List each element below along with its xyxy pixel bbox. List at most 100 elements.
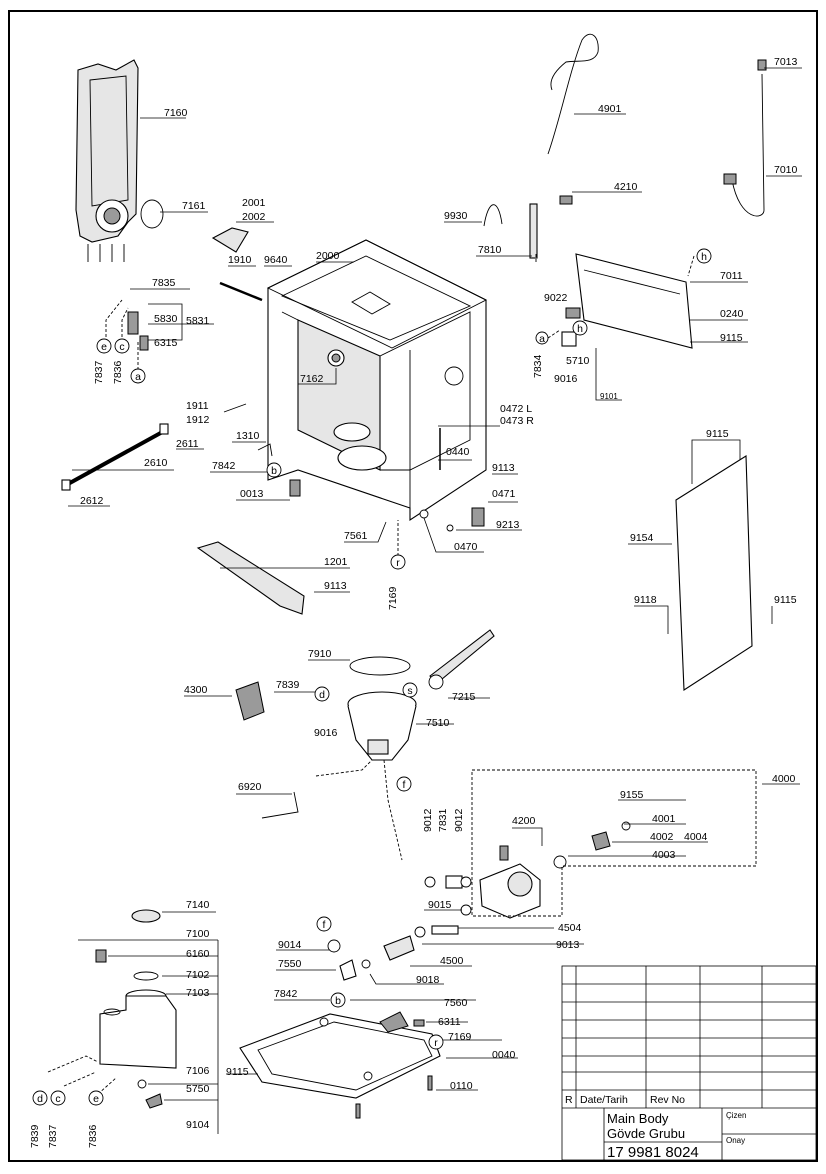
dash-7510-pump (383, 759, 403, 861)
part-7560-shape (379, 1011, 409, 1033)
label-9155: 9155 (620, 789, 644, 801)
label-0013: 0013 (240, 488, 264, 500)
part-0110-shape (427, 1075, 433, 1091)
part-7161-shape (140, 199, 164, 229)
label-4200: 4200 (512, 815, 536, 827)
part-1310-shape (223, 403, 247, 413)
label-2611: 2611 (176, 438, 199, 450)
part-4300-shape (235, 681, 265, 721)
label-9014: 9014 (278, 939, 302, 951)
label-9113-top: 9113 (492, 462, 515, 474)
label-7169-bottom: 7169 (448, 1031, 472, 1043)
title-block: R Date/Tarih Rev No Main Body Gövde Grub… (561, 965, 817, 1161)
part-0013-shape (289, 479, 301, 497)
part-7100-tank-shape (99, 989, 177, 1069)
svg-text:b: b (335, 995, 341, 1007)
label-7837-bottom: 7837 (47, 1124, 59, 1148)
part-9013-shape (414, 926, 426, 938)
label-7140: 7140 (186, 899, 210, 911)
part-6920-shape (261, 791, 299, 819)
label-9115-right: 9115 (774, 594, 797, 606)
label-4001: 4001 (652, 813, 676, 825)
label-7560: 7560 (444, 997, 468, 1009)
label-7910: 7910 (308, 648, 332, 660)
part-2000-tub-shape (266, 239, 487, 522)
label-0110: 0110 (450, 1080, 473, 1092)
label-9154: 9154 (630, 532, 654, 544)
label-9213: 9213 (496, 519, 520, 531)
svg-text:a: a (135, 371, 141, 383)
callout-a-top: a (130, 368, 146, 384)
label-4000: 4000 (772, 773, 796, 785)
label-7160: 7160 (164, 107, 188, 119)
label-0472: 0472 L (500, 403, 532, 415)
dash-d (105, 299, 123, 342)
svg-text:c: c (55, 1093, 60, 1105)
label-2610: 2610 (144, 457, 168, 469)
label-4002: 4002 (650, 831, 674, 843)
callout-r-top: r (390, 554, 406, 570)
label-9018: 9018 (416, 974, 440, 986)
label-9115-panel: 9115 (706, 428, 729, 440)
part-5710-shape (561, 331, 577, 347)
part-9930-shape (483, 204, 503, 227)
part-0240-detail (583, 269, 681, 295)
label-0240: 0240 (720, 308, 744, 320)
part-7140-shape (131, 909, 161, 923)
label-4210: 4210 (614, 181, 638, 193)
callout-r-bottom: r (428, 1034, 444, 1050)
dash-d-bottom (97, 1077, 117, 1095)
svg-text:d: d (37, 1093, 43, 1105)
label-9640: 9640 (264, 254, 288, 266)
label-7510: 7510 (426, 717, 450, 729)
svg-text:d: d (319, 689, 325, 701)
label-9104: 9104 (186, 1119, 210, 1131)
callout-e-bottom: d (32, 1090, 48, 1106)
svg-text:r: r (396, 557, 400, 569)
title-date-header: Date/Tarih (580, 1094, 628, 1106)
label-1310: 1310 (236, 430, 260, 442)
callout-h-mid: h (572, 320, 588, 336)
callout-s-mid: s (402, 682, 418, 698)
svg-text:e: e (101, 341, 107, 353)
label-7162: 7162 (300, 373, 324, 385)
title-r-label: R (565, 1094, 573, 1106)
svg-text:b: b (271, 465, 277, 477)
part-9022-shape (565, 307, 581, 319)
svg-text:r: r (434, 1037, 438, 1049)
dash-e-bottom (47, 1055, 99, 1073)
callout-d-bottom: e (88, 1090, 104, 1106)
label-7106: 7106 (186, 1065, 210, 1077)
label-1912: 1912 (186, 414, 210, 426)
drawing-border (8, 10, 818, 1162)
label-9012-b: 9012 (453, 808, 465, 832)
part-9015-shape (460, 904, 472, 916)
label-0040: 0040 (492, 1049, 516, 1061)
part-4210-shape (559, 195, 573, 205)
label-4901: 4901 (598, 103, 622, 115)
label-9115-bottom: 9115 (226, 1066, 249, 1078)
label-1911: 1911 (186, 400, 209, 412)
part-0110-foot2-shape (355, 1103, 361, 1119)
label-6160: 6160 (186, 948, 210, 960)
part-7910-shape (349, 656, 411, 676)
callout-b-bottom: b (330, 992, 346, 1008)
label-7839-bottom: 7839 (29, 1124, 41, 1148)
title-part-number: 17 9981 8024 (607, 1144, 699, 1161)
label-9930: 9930 (444, 210, 468, 222)
leader-lines (68, 67, 802, 1134)
label-9016-top: 9016 (554, 373, 578, 385)
part-5830-shape (127, 311, 149, 351)
label-7011: 7011 (720, 270, 743, 282)
label-7810: 7810 (478, 244, 502, 256)
label-0440: 0440 (446, 446, 470, 458)
part-0240-shape (575, 253, 693, 349)
label-4504: 4504 (558, 922, 582, 934)
label-7010: 7010 (774, 164, 798, 176)
label-4003: 4003 (652, 849, 676, 861)
part-4004-pump-shape (479, 821, 631, 919)
label-1910: 1910 (228, 254, 252, 266)
svg-text:f: f (323, 919, 326, 931)
part-9018-shape (361, 959, 371, 969)
title-approved-label: Onay (726, 1136, 745, 1145)
